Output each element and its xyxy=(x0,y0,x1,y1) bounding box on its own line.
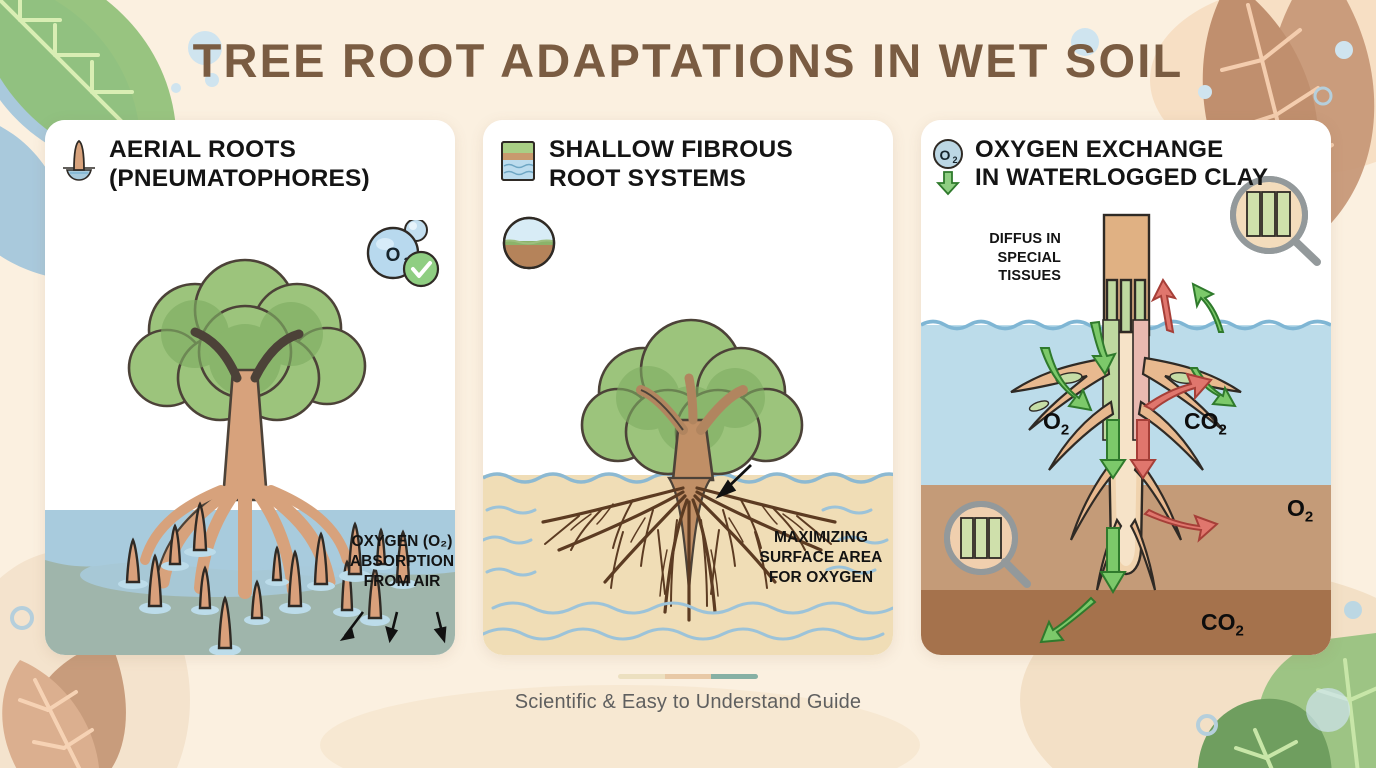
absorption-arrows xyxy=(339,611,447,644)
decor-bubbles xyxy=(10,28,1362,736)
prop-roots xyxy=(140,485,352,599)
surface-area-arrow xyxy=(715,463,752,499)
soil-water-lines xyxy=(483,505,893,641)
svg-text:O: O xyxy=(940,147,951,163)
shallow-fibrous-root-scene xyxy=(483,120,893,655)
tree-trunk xyxy=(636,373,748,482)
o2-down-arrow-icon: O 2 xyxy=(933,139,963,196)
panel-header-aerial-roots: AERIAL ROOTS (PNEUMATOPHORES) xyxy=(45,120,455,197)
panel-header-fibrous-roots: SHALLOW FIBROUS ROOT SYSTEMS xyxy=(483,120,893,197)
pneumatophore-icon xyxy=(63,139,95,181)
panel-aerial-roots[interactable]: AERIAL ROOTS (PNEUMATOPHORES) O 2 OXYGEN… xyxy=(45,120,455,655)
divider-segment-3 xyxy=(711,674,758,679)
cell-magnifier-icon-bottom xyxy=(944,501,1031,588)
clay-layer-lower xyxy=(921,590,1331,655)
panel-title-aerial-roots: AERIAL ROOTS (PNEUMATOPHORES) xyxy=(109,136,370,192)
decor-leaf-brown-bottom-left xyxy=(2,640,126,768)
panel-header-oxygen-exchange: O 2 OXYGEN EXCHANGE IN WATERLOGGED CLAY xyxy=(921,120,1331,200)
mangrove-pneumatophore-scene xyxy=(45,120,455,655)
soil-profile-icon xyxy=(501,141,535,181)
panel-oxygen-exchange[interactable]: O 2 OXYGEN EXCHANGE IN WATERLOGGED CLAY … xyxy=(921,120,1331,655)
gas-label-o2-right: O2 xyxy=(1287,495,1314,526)
svg-text:O: O xyxy=(386,245,401,266)
panels-row: AERIAL ROOTS (PNEUMATOPHORES) O 2 OXYGEN… xyxy=(0,120,1376,660)
panel-title-fibrous-roots: SHALLOW FIBROUS ROOT SYSTEMS xyxy=(549,136,793,192)
page-title: TREE ROOT ADAPTATIONS IN WET SOIL xyxy=(192,33,1184,87)
svg-text:2: 2 xyxy=(952,155,957,165)
footer-text: Scientific & Easy to Understand Guide xyxy=(514,691,862,713)
pneumatophores xyxy=(118,501,417,655)
gas-label-co2-upper-right: CO2 xyxy=(1184,408,1227,439)
soil-circle-icon xyxy=(502,216,556,270)
decor-blob-bottom-center xyxy=(320,685,920,768)
tree-trunk xyxy=(190,327,304,502)
cell-magnifier-icon-top xyxy=(1230,176,1321,266)
footer-divider xyxy=(618,674,758,679)
fibrous-roots xyxy=(541,486,837,622)
divider-segment-1 xyxy=(618,674,665,679)
co2-flow-arrows xyxy=(1129,278,1219,543)
gas-label-co2-lower-right: CO2 xyxy=(1201,609,1244,640)
footer: Scientific & Easy to Understand Guide xyxy=(0,660,1376,768)
gas-label-o2-upper-left: O2 xyxy=(1043,408,1070,439)
o2-check-badge: O 2 xyxy=(366,220,440,288)
panel-title-oxygen-exchange: OXYGEN EXCHANGE IN WATERLOGGED CLAY xyxy=(975,136,1269,192)
title-bar: TREE ROOT ADAPTATIONS IN WET SOIL xyxy=(0,0,1376,120)
oxygen-flow-arrows xyxy=(1039,282,1237,644)
divider-segment-2 xyxy=(664,674,712,679)
waterlogged-clay-exchange-scene xyxy=(921,120,1331,655)
